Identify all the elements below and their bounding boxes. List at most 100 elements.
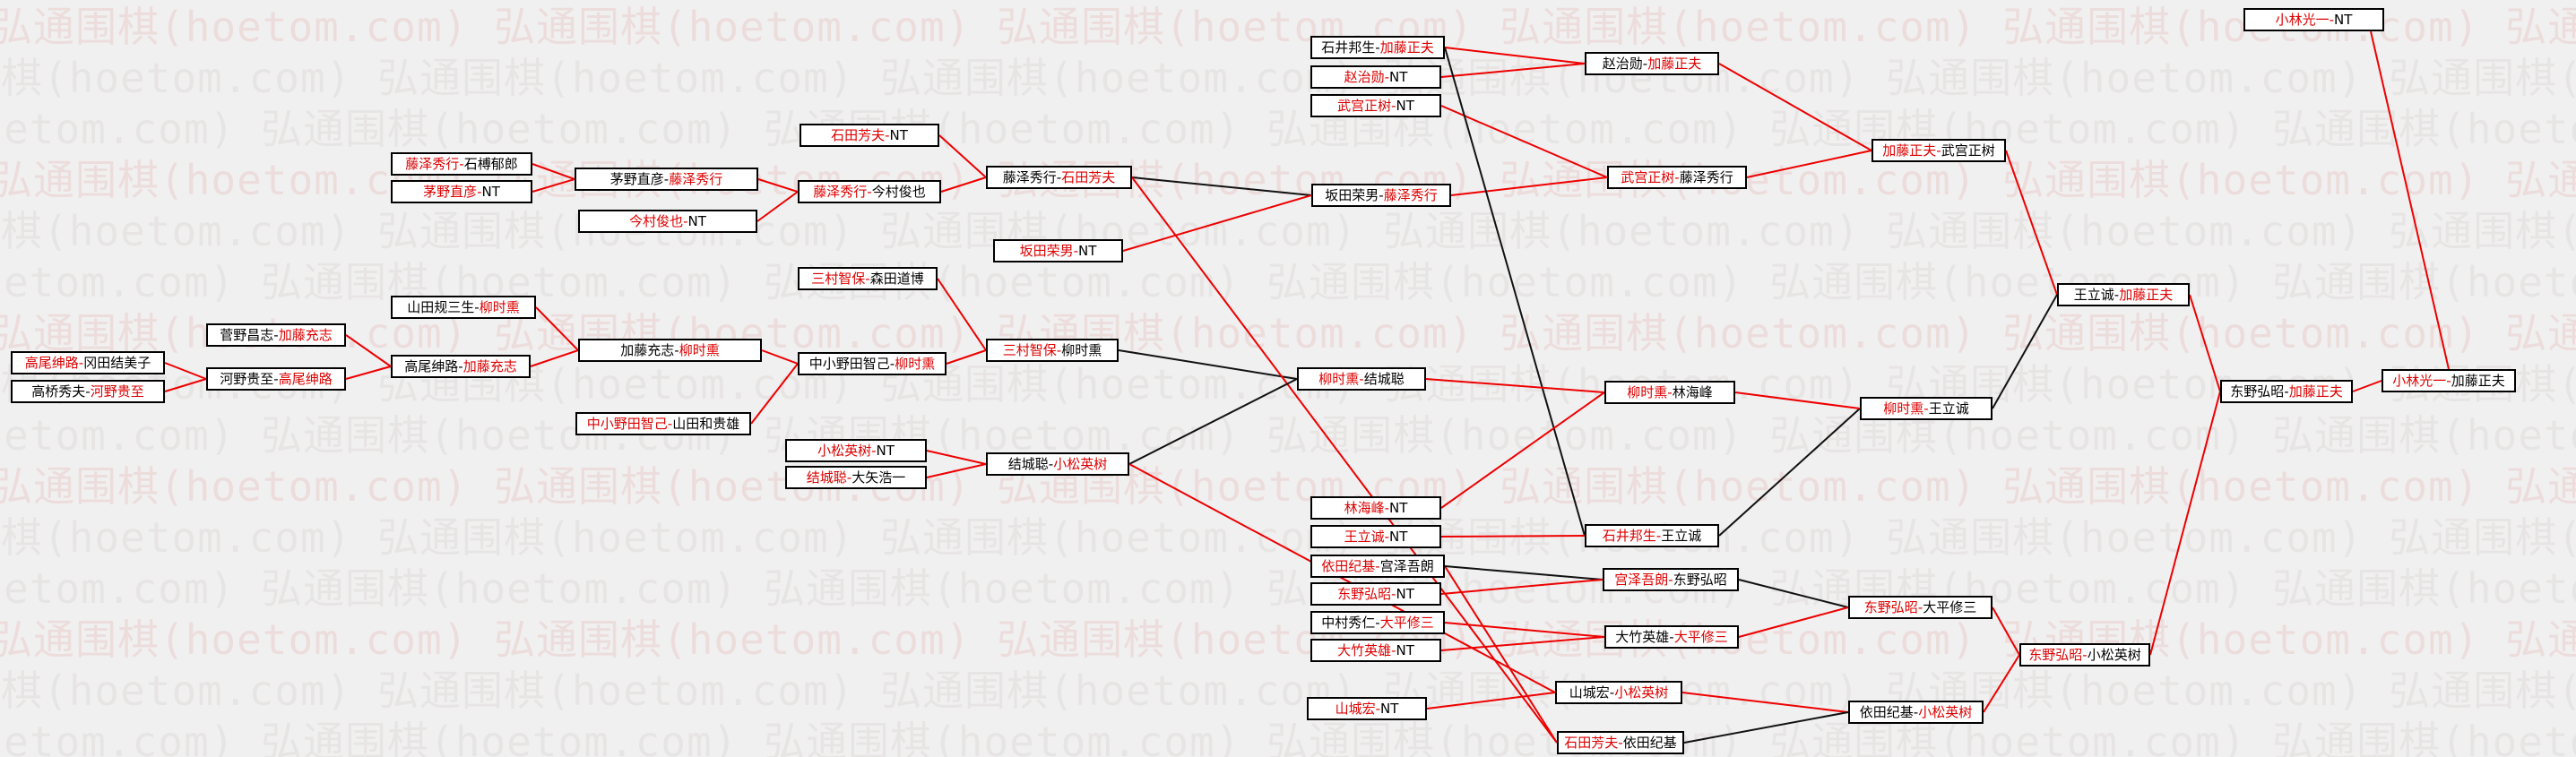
player-name-right: NT (889, 126, 908, 143)
player-name-right: 武宫正树 (1941, 142, 1995, 159)
player-name-right: 小松英树 (1918, 703, 1973, 720)
match-box-kayano-nt: 茅野直彦-NT (391, 180, 532, 203)
player-name-right: NT (1396, 641, 1414, 658)
player-name-right: NT (1380, 700, 1399, 717)
match-box-fujisawa-imamura: 藤泽秀行-今村俊也 (798, 180, 941, 203)
connector-mimura-morita--mimura-ryu (937, 278, 987, 351)
player-name-right: 加藤正夫 (2119, 286, 2174, 303)
player-name-right: 结城聪 (1363, 370, 1405, 387)
match-box-takao-katom: 高尾绅路-加藤充志 (391, 355, 531, 378)
player-name-right: 今村俊也 (871, 183, 926, 200)
connector-komatsu-nt--yuki-komatsu (926, 450, 987, 465)
vs-dash: - (865, 270, 870, 287)
player-name-left: 中小野田智己 (586, 415, 668, 432)
player-name-left: 中小野田智己 (808, 355, 890, 372)
player-name-left: 藤泽秀行 (1002, 168, 1057, 185)
player-name-left: 东野弘昭 (1863, 598, 1918, 615)
vs-dash: - (1073, 242, 1079, 259)
watermark-text: 弘通围棋(hoetom.com) 弘通围棋(hoetom.com) 弘通围棋(h… (0, 718, 2576, 757)
vs-dash: - (1655, 527, 1662, 544)
vs-dash: - (1359, 370, 1364, 387)
connector-katom-ryu--nakaonoda-ryu (761, 349, 799, 365)
player-name-left: 柳时熏 (1318, 370, 1360, 387)
vs-dash: - (885, 126, 890, 143)
connector-wang-katoma--tono-katoma (2189, 294, 2221, 392)
player-name-right: 大平修三 (1673, 628, 1728, 645)
connector-nakaonoda-ryu--mimura-ryu (946, 349, 987, 365)
vs-dash: - (1917, 598, 1923, 615)
connector-takahashi-kono--kono-takao (164, 378, 207, 392)
connector-takemiya-nt--takemiya-fujisawa (1440, 105, 1608, 178)
player-name-left: 宫泽吾朗 (1614, 571, 1669, 588)
player-name-right: 山田和贵雄 (672, 415, 740, 432)
vs-dash: - (1391, 97, 1396, 114)
player-name-left: 石田芳夫 (831, 126, 886, 143)
connector-ishii-katoma--zhao-katoma (1444, 47, 1586, 65)
player-name-left: 东野弘昭 (2028, 646, 2083, 663)
match-box-yamashiro-komatsu: 山城宏-小松英树 (1555, 681, 1682, 704)
player-name-right: 加藤正夫 (2451, 372, 2505, 389)
connector-yuki-komatsu--yamashiro-komatsu (1128, 463, 1556, 693)
player-name-left: 山城宏 (1335, 700, 1376, 717)
match-box-mimura-ryu: 三村智保-柳时熏 (986, 339, 1119, 362)
match-box-wang-katoma: 王立诚-加藤正夫 (2057, 283, 2190, 306)
connector-yamashiro-nt--yamashiro-komatsu (1426, 692, 1556, 710)
player-name-left: 菅野昌志 (220, 326, 274, 343)
player-name-left: 小林光一 (2275, 11, 2330, 28)
player-name-right: NT (1396, 97, 1414, 114)
connector-tono-komatsu--tono-katoma (2149, 391, 2221, 656)
player-name-right: NT (1389, 528, 1408, 545)
match-box-yoda-miyazawa: 依田纪基-宫泽吾朗 (1310, 555, 1445, 578)
connector-kayano-fujisawa--fujisawa-imamura (757, 178, 799, 193)
watermark-text: 弘通围棋(hoetom.com) 弘通围棋(hoetom.com) 弘通围棋(h… (0, 207, 2576, 255)
vs-dash: - (1056, 341, 1062, 358)
player-name-right: 藤泽秀行 (669, 170, 723, 187)
match-box-ishida-nt: 石田芳夫-NT (800, 124, 939, 147)
connector-miyazawa-tono--tono-ohira (1738, 579, 1849, 608)
player-name-left: 结城聪 (1007, 455, 1049, 472)
connector-mimura-ryu--ryu-yuki (1118, 349, 1298, 380)
vs-dash: - (1384, 499, 1390, 516)
player-name-right: 加藤充志 (462, 357, 517, 374)
player-name-right: NT (687, 212, 706, 229)
player-name-left: 中村秀仁 (1321, 614, 1376, 631)
watermark-text: 弘通围棋(hoetom.com) 弘通围棋(hoetom.com) 弘通围棋(h… (0, 3, 2576, 51)
connector-imamura-nt--fujisawa-imamura (756, 191, 799, 222)
player-name-right: 柳时熏 (1061, 341, 1102, 358)
match-box-fujisawa-ishida: 藤泽秀行-石田芳夫 (986, 166, 1132, 189)
vs-dash: - (1056, 168, 1062, 185)
connector-lin-nt--ryu-lin (1440, 391, 1605, 509)
watermark-text: 弘通围棋(hoetom.com) 弘通围棋(hoetom.com) 弘通围棋(h… (0, 564, 2576, 613)
player-name-left: 武宫正树 (1337, 97, 1392, 114)
player-name-right: 大矢浩一 (851, 469, 906, 486)
player-name-left: 茅野直彦 (609, 170, 664, 187)
match-box-zhao-nt: 赵治勋-NT (1310, 65, 1441, 89)
vs-dash: - (2329, 11, 2335, 28)
player-name-left: 藤泽秀行 (813, 183, 868, 200)
connector-yuki-komatsu--ryu-yuki (1128, 378, 1298, 465)
match-box-ryu-yuki: 柳时熏-结城聪 (1297, 367, 1426, 391)
connector-tono-nt--miyazawa-tono (1440, 579, 1604, 595)
player-name-right: 柳时熏 (479, 298, 520, 315)
vs-dash: - (459, 155, 464, 172)
match-box-yuki-oya: 结城聪-大矢浩一 (785, 466, 927, 489)
match-box-miyazawa-tono: 宫泽吾朗-东野弘昭 (1603, 568, 1739, 591)
vs-dash: - (1642, 55, 1648, 72)
match-box-takemiya-nt: 武宫正树-NT (1310, 94, 1441, 117)
player-name-left: 东野弘昭 (2230, 383, 2285, 400)
player-name-right: 小松英树 (1614, 684, 1669, 701)
connector-yoda-miyazawa--miyazawa-tono (1444, 565, 1604, 581)
vs-dash: - (867, 183, 872, 200)
watermark-text: 弘通围棋(hoetom.com) 弘通围棋(hoetom.com) 弘通围棋(h… (0, 462, 2576, 511)
player-name-left: 依田纪基 (1321, 557, 1376, 574)
player-name-right: 小松英树 (2087, 646, 2141, 663)
vs-dash: - (1923, 400, 1929, 417)
vs-dash: - (1391, 641, 1396, 658)
player-name-right: 宫泽吾朗 (1379, 557, 1434, 574)
match-box-tono-katoma: 东野弘昭-加藤正夫 (2220, 380, 2353, 403)
watermark-text: 弘通围棋(hoetom.com) 弘通围棋(hoetom.com) 弘通围棋(h… (0, 54, 2576, 102)
player-name-right: 河野贵至 (90, 383, 144, 400)
match-box-nakaonoda-ryu: 中小野田智己-柳时熏 (798, 352, 947, 375)
match-box-ishii-wang: 石井邦生-王立诚 (1585, 524, 1719, 547)
